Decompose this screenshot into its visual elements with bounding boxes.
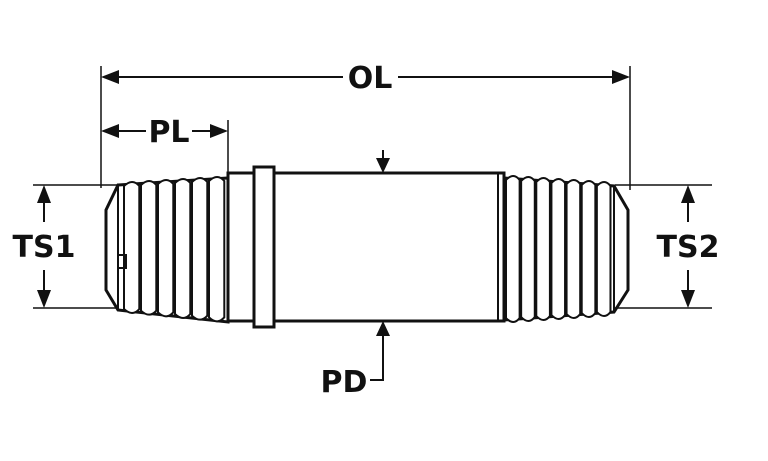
pipe-body (226, 165, 506, 329)
thread-crest (520, 176, 536, 322)
thread-crest (580, 180, 597, 318)
pd-arrow-bottom (376, 321, 390, 336)
ts1-arrow-top (37, 185, 51, 203)
thread-crest (535, 177, 551, 321)
thread-crest (157, 179, 175, 318)
right-thread (502, 175, 630, 323)
right-thread-crests (505, 175, 612, 323)
ts2-label: TS2 (657, 230, 720, 265)
ol-arrow-right (612, 70, 630, 84)
thread-crest (505, 175, 521, 323)
pl-arrow-left (101, 124, 119, 138)
ts1-label: TS1 (13, 230, 76, 265)
ts2-dimension: TS2 (657, 185, 720, 308)
pl-dimension: PL (101, 115, 228, 150)
thread-crest (174, 178, 192, 319)
pd-label: PD (321, 365, 368, 400)
thread-crest (123, 181, 141, 314)
thread-crest (191, 177, 209, 321)
ts1-dimension: TS1 (13, 185, 76, 308)
ts2-arrow-bottom (681, 290, 695, 308)
collar (252, 165, 276, 329)
ts2-arrow-top (681, 185, 695, 203)
pd-dimension: PD (321, 150, 390, 400)
pl-arrow-right (210, 124, 228, 138)
ol-arrow-left (101, 70, 119, 84)
thread-crest (565, 179, 582, 319)
ol-dimension: OL (101, 61, 630, 96)
thread-crest (208, 176, 226, 323)
thread-crest (140, 180, 158, 316)
extension-lines (33, 66, 712, 309)
thread-crest (595, 181, 612, 317)
pd-arrow-top (376, 158, 390, 173)
thread-crest (550, 178, 567, 320)
ts1-arrow-bottom (37, 290, 51, 308)
left-thread-crests (123, 176, 226, 323)
pl-label: PL (148, 115, 189, 150)
ol-label: OL (348, 61, 393, 96)
left-thread (104, 176, 230, 324)
